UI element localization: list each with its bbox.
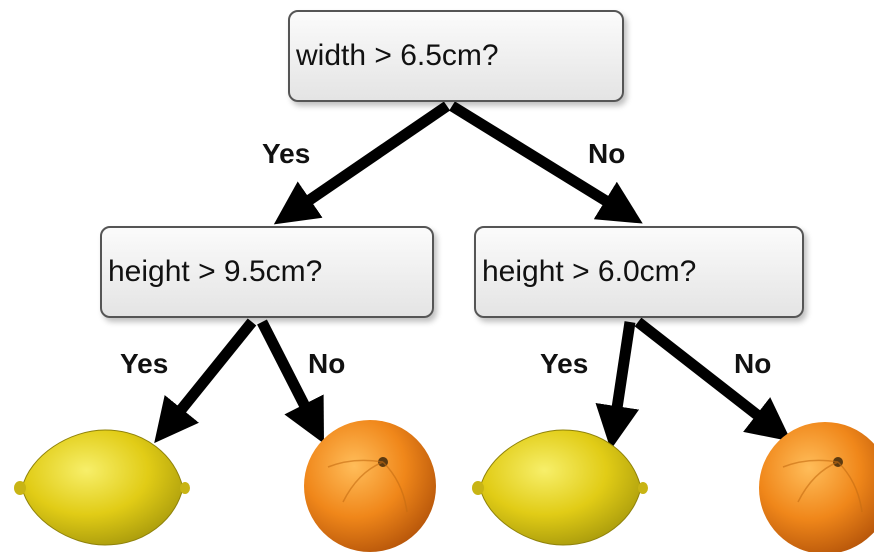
right-question-text: height > 6.0cm? — [482, 255, 697, 288]
arrow-left-yes — [154, 318, 257, 444]
left-no-label: No — [308, 348, 346, 379]
arrow-root-yes — [273, 101, 451, 225]
lemon-leaf-right — [472, 429, 648, 546]
orange-leaf-left — [304, 420, 436, 552]
right-yes-label: Yes — [540, 348, 589, 379]
root-question-text: width > 6.5cm? — [296, 39, 499, 72]
arrow-right-no — [634, 317, 792, 442]
arrow-left-no — [257, 319, 324, 444]
right-decision-node: height > 6.0cm? — [474, 226, 804, 318]
root-decision-node: width > 6.5cm? — [288, 10, 624, 102]
left-yes-label: Yes — [120, 348, 169, 379]
root-no-label: No — [588, 138, 626, 169]
left-question-text: height > 9.5cm? — [108, 255, 323, 288]
right-no-label: No — [734, 348, 772, 379]
root-yes-label: Yes — [262, 138, 311, 169]
orange-leaf-right — [759, 422, 874, 552]
left-decision-node: height > 9.5cm? — [100, 226, 434, 318]
lemon-leaf-left — [14, 429, 190, 546]
arrow-right-yes — [595, 321, 640, 450]
arrow-root-no — [449, 101, 643, 224]
